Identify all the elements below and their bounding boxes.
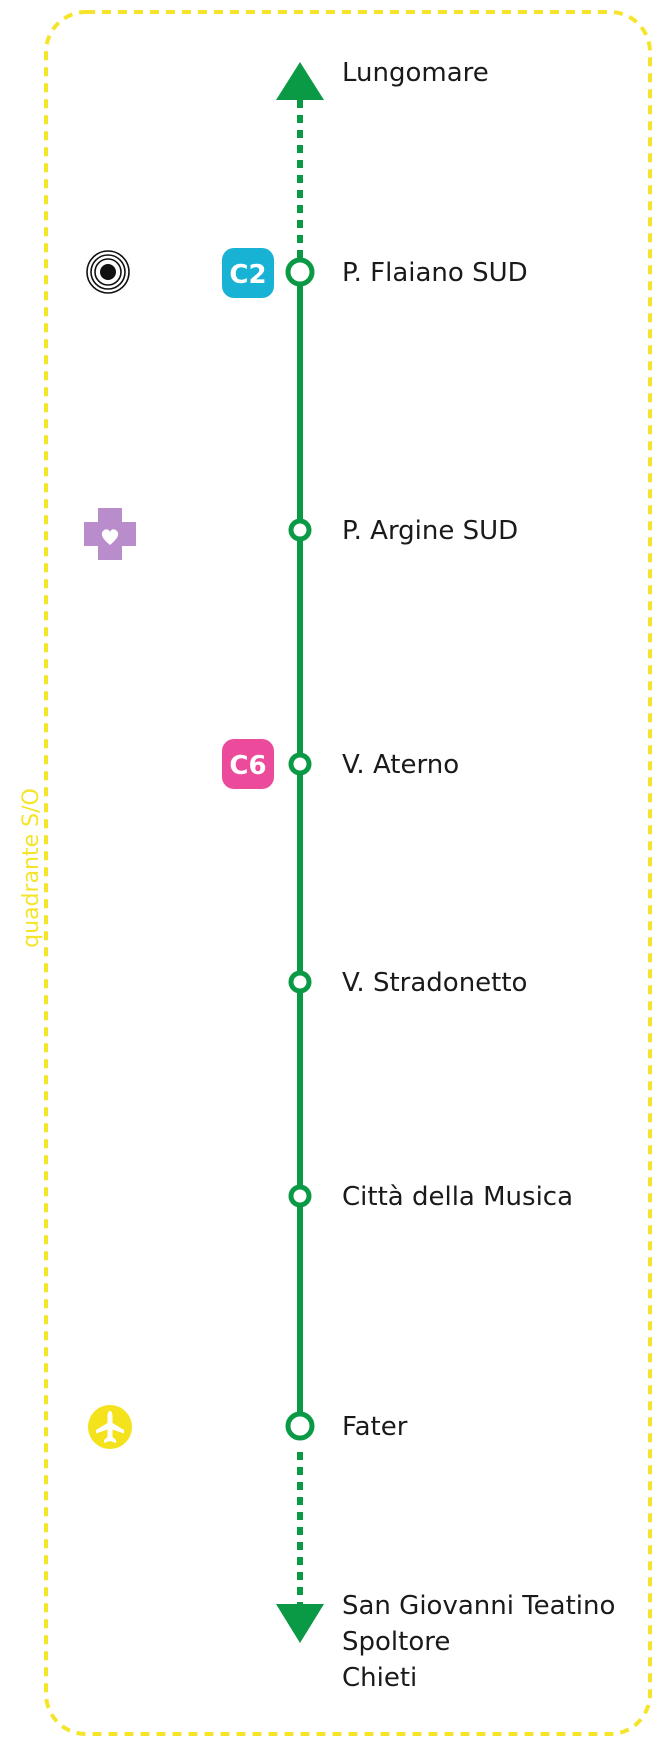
arrow-down-icon: [276, 1604, 324, 1643]
c2-badge-bg: [222, 248, 274, 298]
airplane-icon: [88, 1405, 132, 1449]
stop-label: V. Stradonetto: [342, 968, 527, 998]
terminus-bottom-label-1: San Giovanni Teatino: [342, 1591, 615, 1621]
stop-marker-interchange: [285, 1411, 315, 1441]
stop-marker: [288, 1184, 312, 1208]
zone-boundary: [44, 10, 652, 1736]
stop-label: P. Flaiano SUD: [342, 258, 528, 288]
arrow-up-icon: [276, 62, 324, 100]
stop-marker: [288, 970, 312, 994]
c6-badge-text: C6: [229, 751, 266, 781]
hospital-cross-icon: [84, 508, 136, 560]
c2-badge-text: C2: [229, 260, 266, 290]
stop-label: Fater: [342, 1412, 408, 1442]
terminus-top-label: Lungomare: [342, 58, 489, 88]
stop-marker: [288, 752, 312, 776]
stop-marker: [288, 518, 312, 542]
stop-label: Città della Musica: [342, 1182, 573, 1212]
stop-label: V. Aterno: [342, 750, 459, 780]
terminus-bottom-label-2: Spoltore: [342, 1627, 450, 1657]
c6-badge-bg: [222, 739, 274, 789]
zone-label: quadrante S/O: [19, 788, 44, 948]
c6-badge: C6: [222, 739, 274, 789]
terminus-bottom-label-3: Chieti: [342, 1663, 417, 1693]
stop-label: P. Argine SUD: [342, 516, 518, 546]
target-icon: [86, 250, 130, 294]
stop-marker-interchange: [285, 257, 315, 287]
c2-badge: C2: [222, 248, 274, 298]
